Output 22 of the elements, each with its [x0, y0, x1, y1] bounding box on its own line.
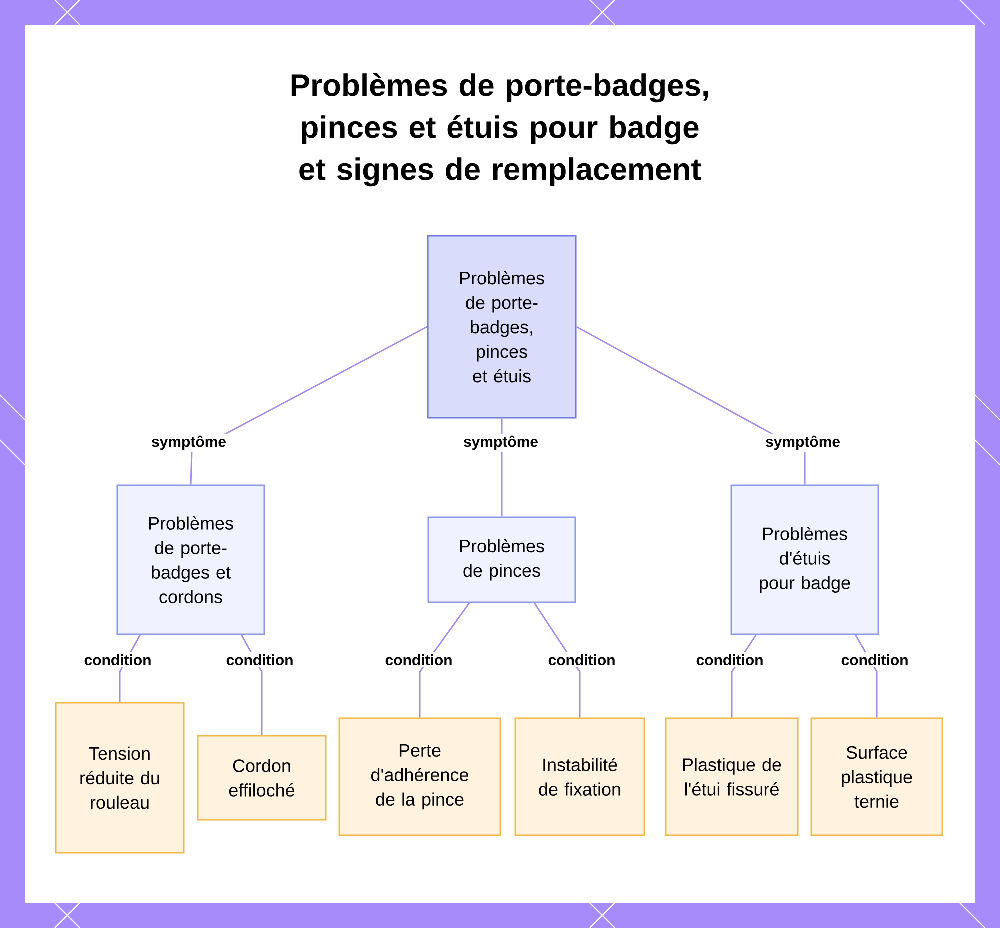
process-box: Problèmes de porte-badges et cordons: [116, 484, 266, 636]
title: Problèmes de porte-badges, pinces et étuis pour badge et signes de remplacement: [292, 73, 708, 187]
process-box: Problèmes de pinces: [428, 516, 576, 604]
edge-label: condition: [224, 652, 296, 668]
edge-label: condition: [82, 652, 154, 668]
condition-box: Plastique de l'étui fissuré: [665, 718, 799, 836]
process-box: Problèmes d'étuis pour badge: [730, 484, 880, 636]
process-box: Problèmes de porte-badges, pinces et étuis: [427, 235, 577, 419]
edge-label: condition: [383, 652, 455, 668]
condition-box: Surface plastique ternie: [810, 718, 944, 836]
condition-box: Instabilité de fixation: [514, 718, 646, 836]
edge-label: condition: [546, 652, 618, 668]
connector-line: [576, 326, 806, 485]
condition-box: Perte d'adhérence de la pince: [338, 718, 502, 836]
condition-box: Cordon effiloché: [197, 735, 327, 821]
edge-label: symptôme: [764, 434, 843, 452]
edge-label: symptôme: [462, 434, 541, 452]
edge-label: condition: [694, 652, 766, 668]
condition-box: Tension réduite du rouleau: [55, 702, 185, 854]
edge-label: symptôme: [150, 434, 229, 452]
edge-label: condition: [839, 652, 911, 668]
connector-line: [190, 326, 428, 485]
